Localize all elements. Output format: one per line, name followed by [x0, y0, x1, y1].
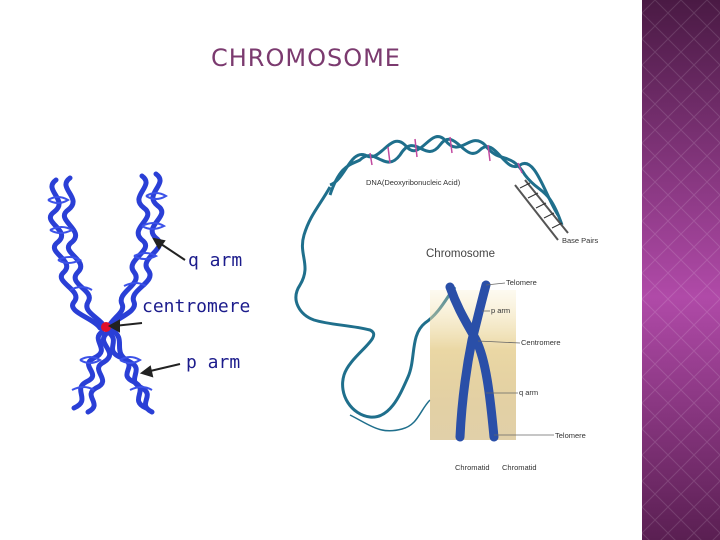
dna-helix	[328, 135, 564, 226]
centromere-label: centromere	[142, 296, 250, 317]
telomere-bottom-label: Telomere	[555, 431, 586, 440]
centromere-dot	[101, 322, 111, 332]
dna-base-pairs	[369, 136, 523, 174]
dna-strand	[294, 186, 457, 419]
chromatid-left-label: Chromatid	[455, 463, 490, 472]
chromatid-background	[430, 290, 516, 440]
chromatid-pair	[445, 280, 499, 442]
chromosome-label: Chromosome	[426, 248, 495, 260]
chromosome-x-figure: q arm centromere p arm	[47, 171, 250, 415]
right-label-lines	[477, 282, 554, 436]
telomere-top-label: Telomere	[506, 278, 537, 287]
dna-chromosome-figure: DNA(Deoxyribonucleic Acid) Base Pairs Ch…	[294, 135, 599, 472]
base-pair-ladder	[514, 179, 569, 241]
chromosome-loops	[47, 192, 168, 391]
p-arm-label: p arm	[186, 352, 240, 373]
dna-label: DNA(Deoxyribonucleic Acid)	[366, 178, 461, 187]
q-arm-label: q arm	[188, 250, 242, 271]
q-arm-right-label: q arm	[519, 388, 538, 397]
decorative-sidebar	[642, 0, 720, 540]
slide-title: CHROMOSOME	[211, 44, 401, 72]
p-arm-right-label: p arm	[491, 306, 510, 315]
chromatid-right-label: Chromatid	[502, 463, 537, 472]
label-arrows	[107, 237, 186, 378]
base-pairs-label: Base Pairs	[562, 236, 599, 245]
centromere-right-label: Centromere	[521, 338, 561, 347]
chromosome-arms	[47, 171, 165, 415]
